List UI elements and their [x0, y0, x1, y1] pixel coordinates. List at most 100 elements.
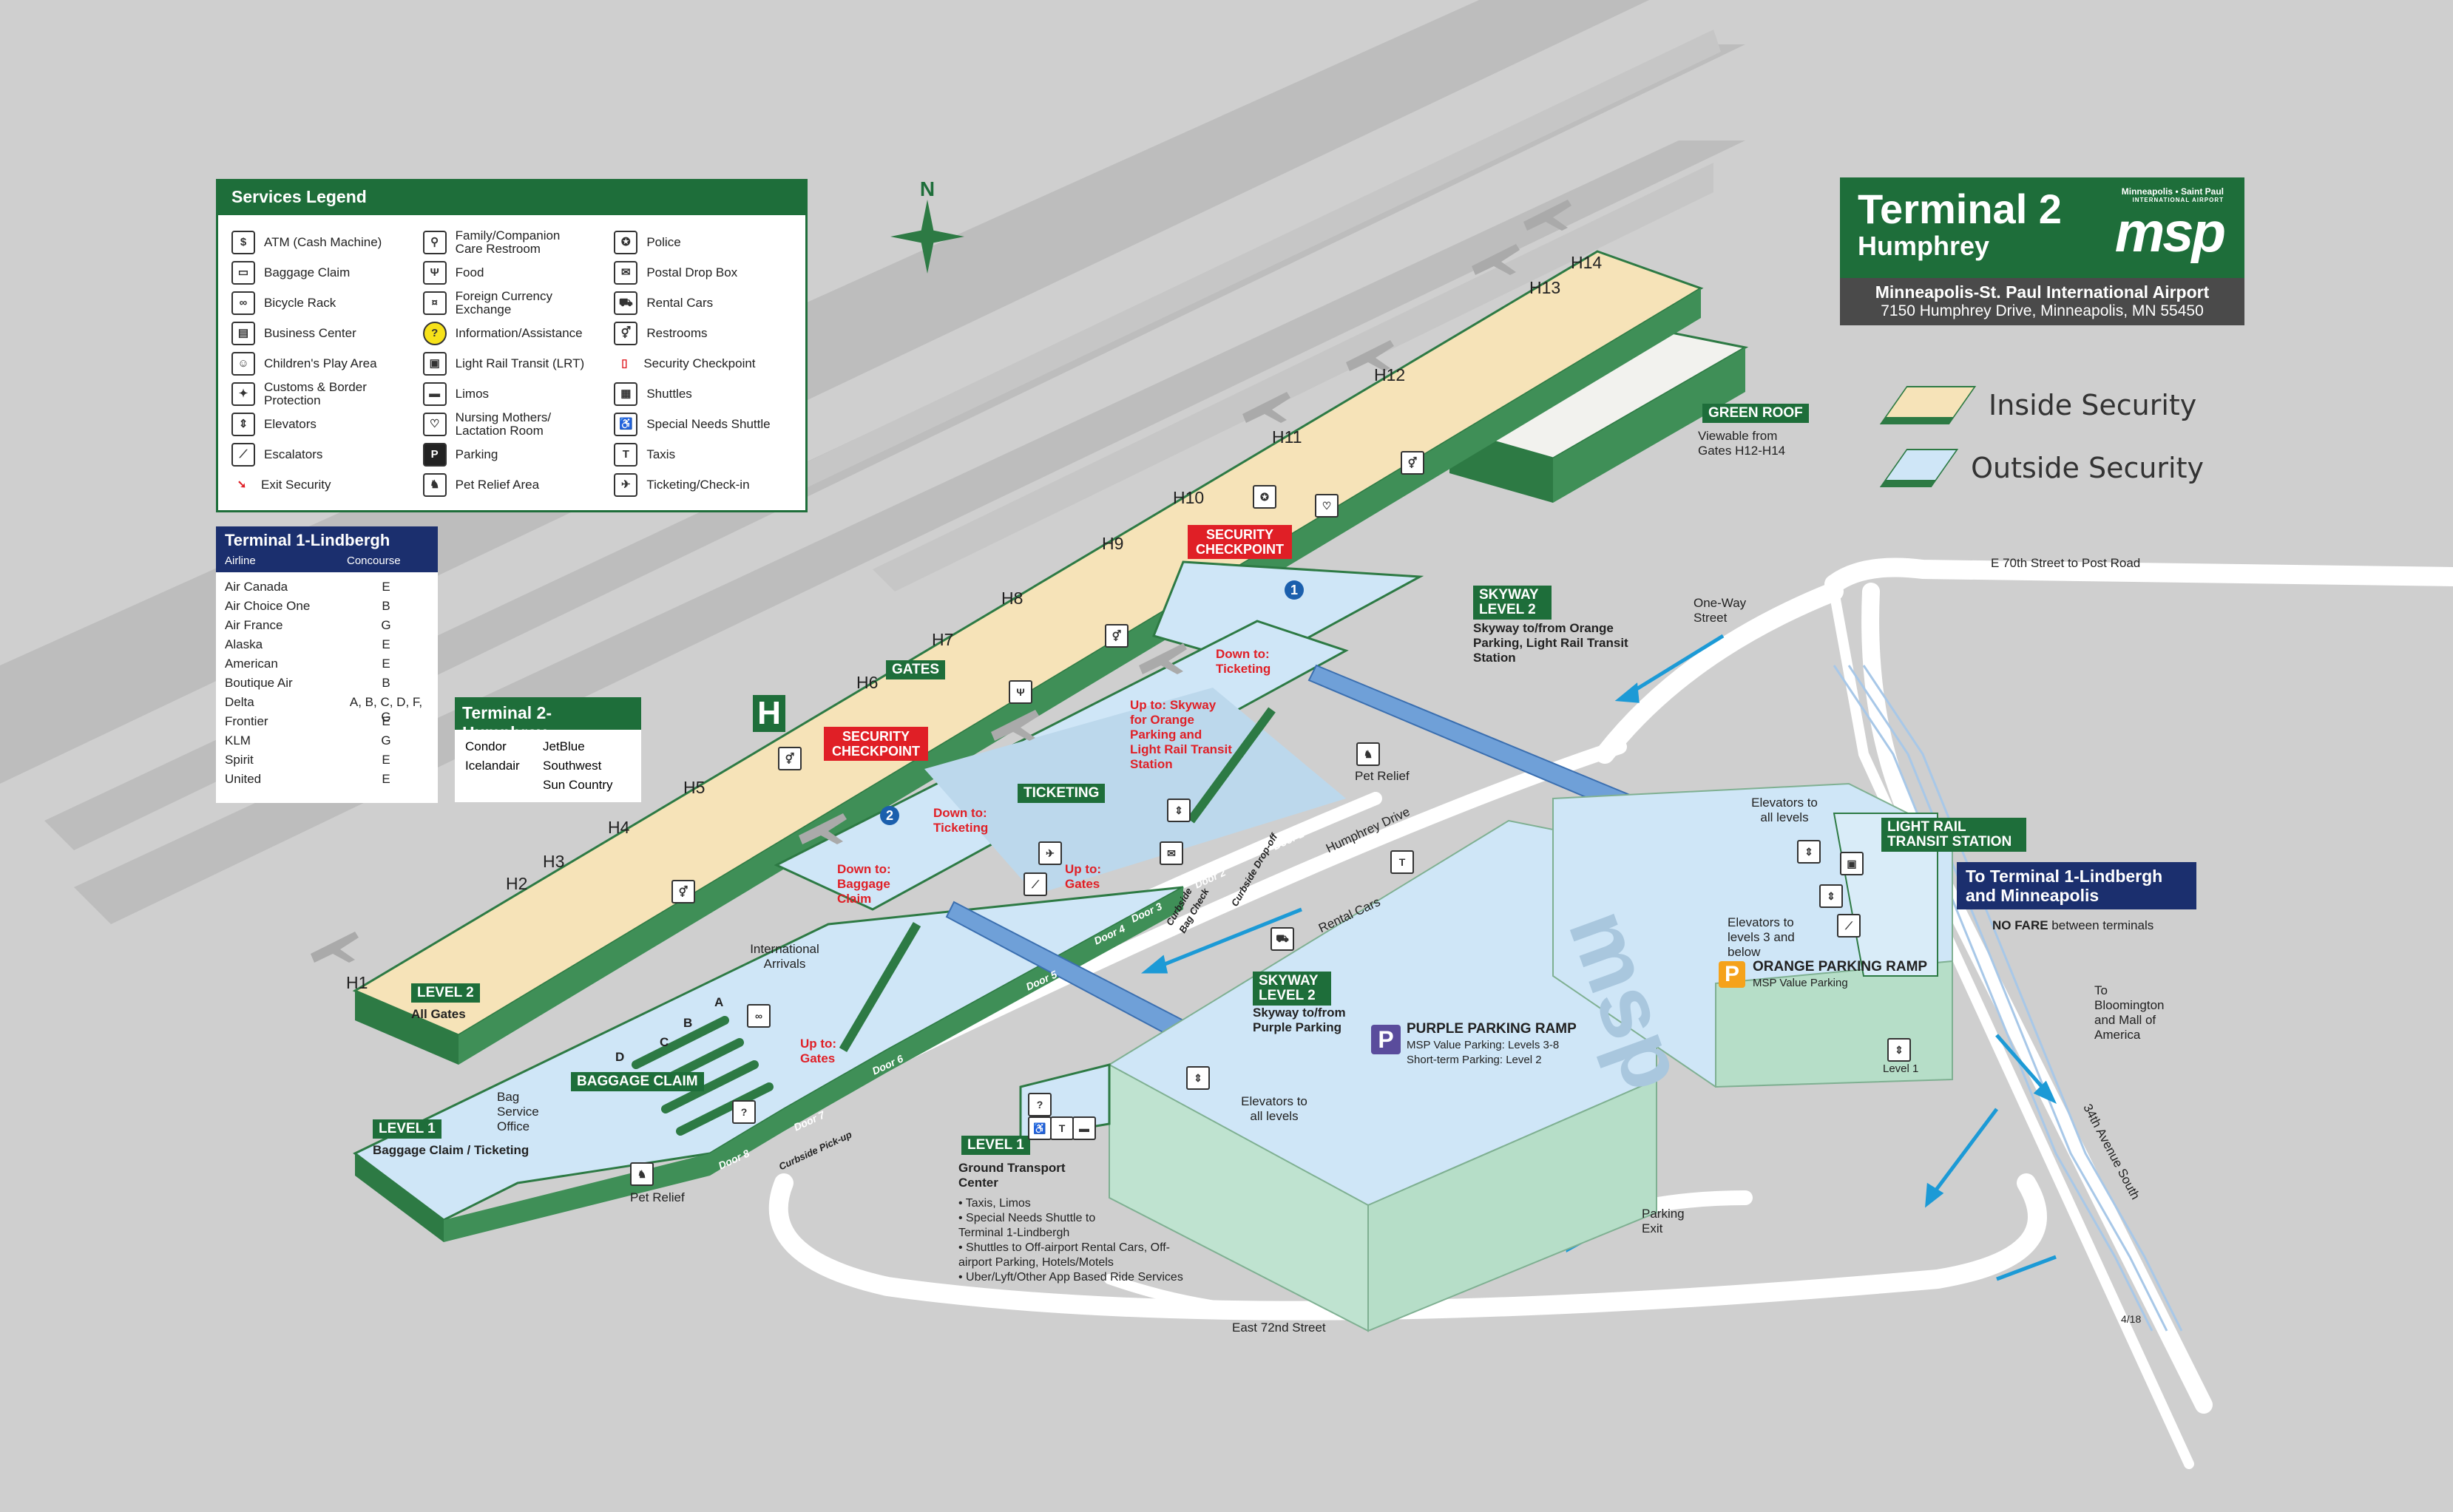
limo-icon: ▬: [422, 382, 447, 406]
elevator-icon: ⇕: [1887, 1038, 1911, 1062]
carousel-letter: A: [714, 995, 724, 1009]
postal-drop-box-icon: ✉: [1160, 841, 1183, 865]
gate-label-h3: H3: [543, 852, 565, 871]
east-72nd-street-label: East 72nd Street: [1232, 1321, 1326, 1335]
food-icon: Ψ: [1009, 680, 1032, 704]
baggage-claim-icon: ▭: [231, 260, 255, 285]
gate-label-h6: H6: [856, 673, 879, 692]
legend-item: $ATM (Cash Machine): [231, 227, 423, 257]
carousel-letter: C: [660, 1035, 669, 1049]
e70th-street-label: E 70th Street to Post Road: [1991, 556, 2141, 570]
gate-label-h9: H9: [1102, 534, 1124, 553]
one-way-street-label: One-Way Street: [1694, 596, 1747, 625]
rental-car-icon: ⛟: [1271, 927, 1294, 951]
baggage-claim-tag: BAGGAGE CLAIM: [571, 1072, 704, 1091]
up-to-gates-label: Up to: Gates: [1065, 862, 1102, 891]
title-banner: Terminal 2 Humphrey Minneapolis • Saint …: [1840, 177, 2244, 278]
pet-relief-label: Pet Relief: [630, 1190, 685, 1204]
terminal1-row: American E: [225, 657, 429, 676]
limo-icon: ▬: [1072, 1116, 1096, 1140]
airline-name: JetBlue: [543, 739, 585, 753]
no-fare-bold: NO FARE: [1992, 918, 2048, 932]
shuttle-icon: ▦: [614, 382, 638, 406]
childrens-play-area-icon: ☺: [231, 351, 255, 376]
airline-name: Delta: [225, 695, 254, 709]
gate-label-h10: H10: [1173, 488, 1205, 507]
pet-relief-icon: ♞: [1356, 742, 1380, 766]
terminal2-title: Terminal 2-Humphrey: [455, 697, 641, 742]
no-fare-note: NO FARE between terminals: [1992, 918, 2153, 933]
concourse-value: E: [382, 657, 390, 671]
services-legend: Services Legend $ATM (Cash Machine) ▭Bag…: [216, 179, 808, 512]
orange-parking-subtitle: MSP Value Parking: [1753, 977, 1848, 989]
concourse-value: G: [381, 618, 391, 632]
skyways: [945, 664, 1850, 1037]
msp-logo: Minneapolis • Saint Paul INTERNATIONAL A…: [2113, 186, 2226, 262]
security-checkpoint-2-tag: SECURITY CHECKPOINT: [824, 727, 928, 761]
terminal1-row: Air Canada E: [225, 580, 429, 599]
inside-security-label: Inside Security: [1989, 388, 2197, 421]
legend-item: ▭Baggage Claim: [231, 257, 423, 288]
to-bloomington-label: To Bloomington and Mall of America: [2094, 983, 2165, 1042]
airport-address-bar: Minneapolis-St. Paul International Airpo…: [1840, 278, 2244, 325]
ticketing-icon: ✈: [1038, 841, 1062, 865]
purple-parking-icon: P: [1371, 1025, 1401, 1054]
legend-column-1: $ATM (Cash Machine) ▭Baggage Claim ∞Bicy…: [231, 227, 423, 500]
purple-parking-subtitle-1: MSP Value Parking: Levels 3-8: [1407, 1039, 1560, 1051]
map-date: 4/18: [2121, 1313, 2142, 1325]
information-icon: ?: [732, 1100, 756, 1124]
legend-item: ✈Ticketing/Check-in: [614, 469, 805, 500]
security-key: Inside Security Outside Security: [1879, 373, 2204, 499]
ground-transport-item: • Shuttles to Off-airport Rental Cars, O…: [958, 1241, 1171, 1269]
legend-item: ▣Light Rail Transit (LRT): [422, 348, 615, 379]
airline-name: American: [225, 657, 278, 671]
airline-name: KLM: [225, 733, 251, 747]
currency-exchange-icon: ¤: [422, 291, 447, 315]
nursing-mothers-icon: ♡: [422, 412, 447, 436]
down-to-baggage-claim-label: Down to: Baggage Claim: [837, 862, 891, 906]
checkpoint-1-marker: 1: [1285, 580, 1304, 600]
terminal1-title: Terminal 1-Lindbergh: [225, 531, 390, 549]
purple-parking-title: PURPLE PARKING RAMP: [1407, 1021, 1577, 1037]
taxi-icon: T: [1050, 1116, 1074, 1140]
airline-name: Air Canada: [225, 580, 288, 594]
concourse-value: E: [382, 714, 390, 728]
legend-item: ♿Special Needs Shuttle: [614, 409, 805, 439]
elevator-icon: ⇕: [1186, 1066, 1210, 1090]
security-checkpoint-icon: ▯: [614, 353, 635, 374]
level1-tag: LEVEL 1: [373, 1119, 441, 1139]
postal-drop-box-icon: ✉: [614, 260, 638, 285]
parking-icon: P: [422, 442, 447, 467]
skyway-level2-orange-tag: SKYWAY LEVEL 2: [1473, 586, 1552, 620]
gates-tag: GATES: [886, 660, 946, 679]
terminal-h-marker: H: [753, 695, 785, 732]
international-arrivals-label: International Arrivals: [750, 942, 819, 971]
elevators-all-levels-label: Elevators to all levels: [1751, 796, 1818, 824]
legend-item: ⟋Escalators: [231, 439, 423, 469]
inside-security-swatch: [1879, 385, 1977, 424]
concourse-column-header: Concourse: [347, 555, 401, 567]
airline-name: Southwest: [543, 759, 602, 773]
elevator-icon: ⇕: [1167, 799, 1191, 822]
skyway-level2-purple-subtitle: Skyway to/from Purple Parking: [1253, 1006, 1346, 1034]
services-legend-columns: $ATM (Cash Machine) ▭Baggage Claim ∞Bicy…: [218, 215, 805, 500]
concourse-value: E: [382, 580, 390, 594]
escalator-icon: ⟋: [1024, 872, 1047, 896]
information-icon: ?: [422, 321, 447, 345]
parking-ramps: [1109, 782, 1953, 1332]
legend-item: ☺Children's Play Area: [231, 348, 423, 379]
airline-name: Frontier: [225, 714, 268, 728]
ground-transport-list: • Taxis, Limos • Special Needs Shuttle t…: [958, 1196, 1195, 1285]
family-restroom-icon: ⚲: [422, 230, 447, 254]
restroom-icon: ⚥: [671, 880, 695, 904]
gate-label-h4: H4: [608, 818, 630, 837]
